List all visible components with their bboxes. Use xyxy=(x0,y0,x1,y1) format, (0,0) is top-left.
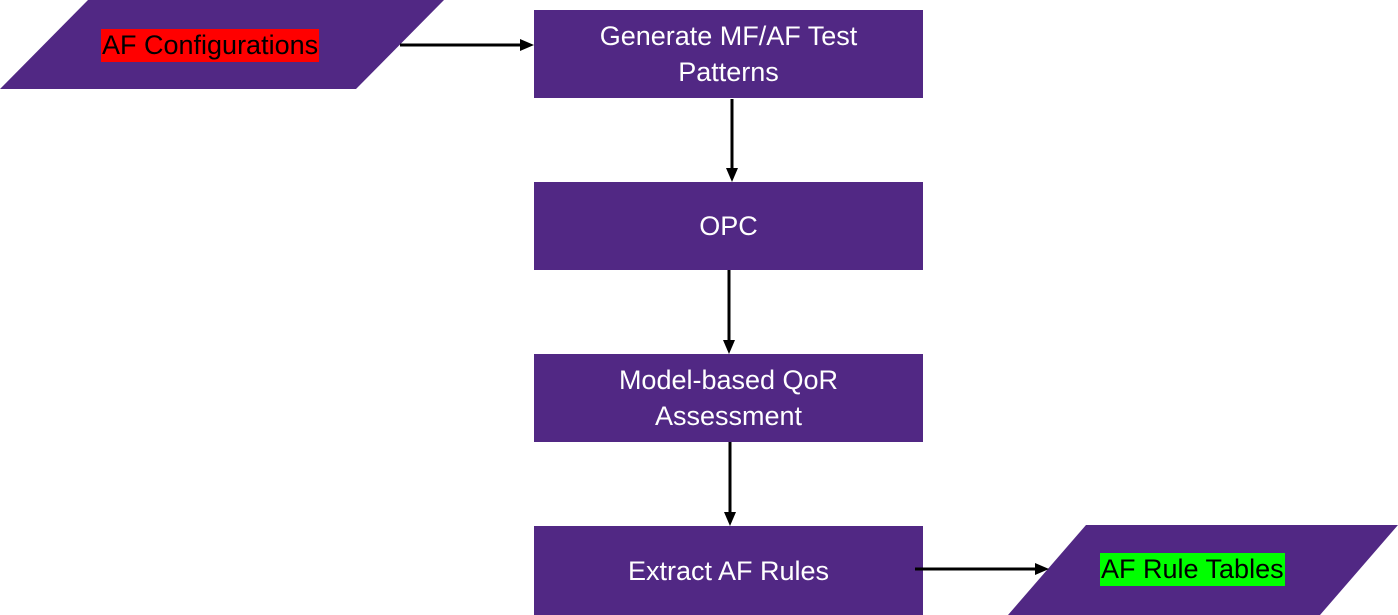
step-opc-box xyxy=(534,182,923,270)
arrowhead-generate-to-opc xyxy=(726,168,738,182)
input-label: AF Configurations xyxy=(101,29,320,62)
step-extract-box xyxy=(534,526,923,615)
arrowhead-qor-to-extract xyxy=(724,512,736,526)
output-label: AF Rule Tables xyxy=(1100,553,1285,586)
arrowhead-opc-to-qor xyxy=(723,340,735,354)
step-generate-text: Generate MF/AF Test Patterns xyxy=(599,21,858,87)
step-qor-text: Model-based QoR Assessment xyxy=(618,365,839,431)
arrowhead-extract-to-output xyxy=(1035,563,1049,575)
step-opc-label: OPC xyxy=(534,182,923,270)
step-generate-box xyxy=(534,10,923,98)
step-generate-label: Generate MF/AF Test Patterns xyxy=(534,10,923,98)
step-opc-text: OPC xyxy=(699,211,758,241)
step-qor-label: Model-based QoR Assessment xyxy=(534,354,923,442)
step-qor-box xyxy=(534,354,923,442)
step-extract-label: Extract AF Rules xyxy=(534,526,923,615)
step-extract-text: Extract AF Rules xyxy=(627,555,830,586)
arrowhead-input-to-generate xyxy=(520,39,534,51)
